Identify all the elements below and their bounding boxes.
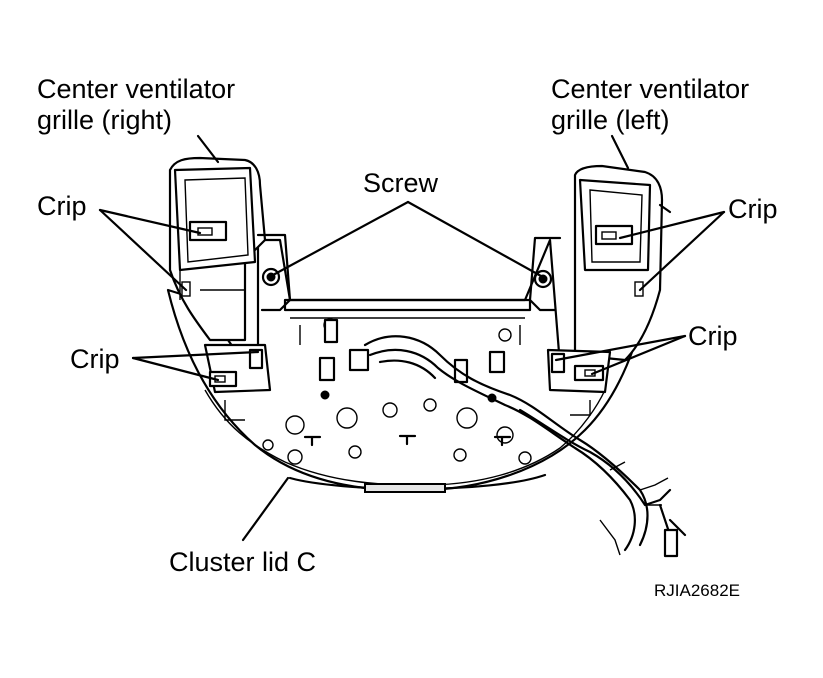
connector-3 [488,350,506,374]
leader-grille-left [610,134,630,170]
lower-clip-right [546,348,612,394]
label-crip-lower-left: Crip [70,344,120,374]
figure-code: RJIA2682E [654,581,740,600]
label-screw: Screw [363,168,439,198]
label-crip-upper-right: Crip [728,194,778,224]
frame-top [283,298,532,312]
connector-1 [318,356,336,382]
label-grille-right-line2: grille (right) [37,105,173,135]
lid-t-marks [303,434,512,447]
leader-crip-ll-a [131,350,260,360]
leader-lines [98,134,726,542]
ventilator-grille-right [168,156,292,342]
leader-crip-lr-a [554,334,687,362]
connector-2 [348,348,370,372]
leader-cluster-lid [241,476,290,542]
leader-crip-ul-b [98,208,188,292]
wire-harness [363,335,687,558]
leader-crip-lr-b [590,334,687,376]
leader-screw-left [271,200,410,277]
label-crip-lower-right: Crip [688,321,738,351]
leader-crip-ur-b [638,210,726,292]
label-crip-upper-left: Crip [37,191,87,221]
label-grille-left-line2: grille (left) [551,105,670,135]
lid-holes [262,318,532,465]
label-cluster-lid: Cluster lid C [169,547,317,577]
label-grille-left-line1: Center ventilator [551,74,750,104]
ventilator-grille-left [528,164,672,362]
leader-crip-ul-a [98,208,202,235]
leader-screw-right [406,200,543,278]
bottom-tab [364,483,446,493]
lower-clip-left [203,343,272,394]
leader-grille-right [196,134,220,164]
leader-crip-ll-b [131,356,220,382]
leader-crip-ur-a [618,210,726,240]
label-grille-right-line1: Center ventilator [37,74,236,104]
